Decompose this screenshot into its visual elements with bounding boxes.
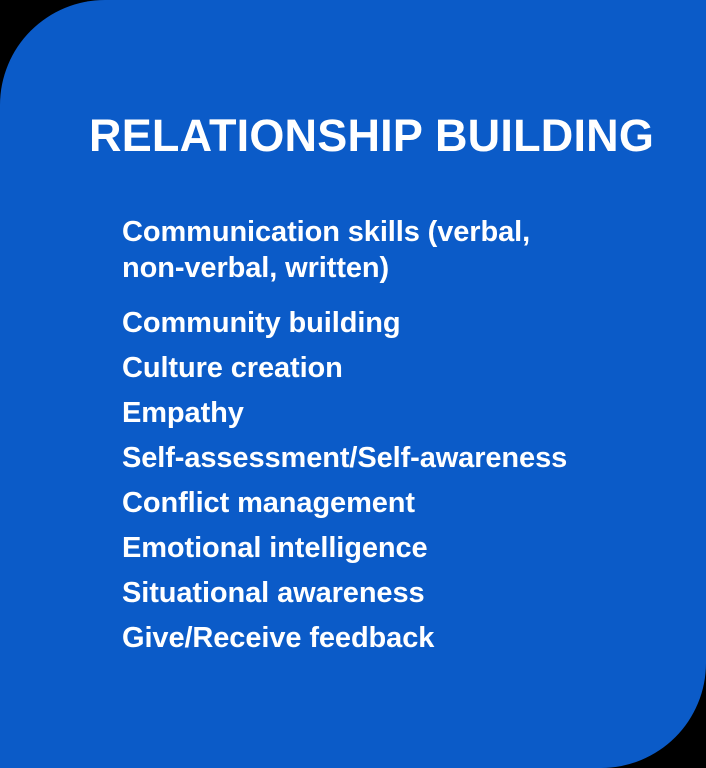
list-item: Communication skills (verbal, non-verbal… [122,216,531,284]
list-item: Situational awareness [122,577,425,609]
list-item: Empathy [122,397,244,429]
list-item: Culture creation [122,352,343,384]
list-item: Self-assessment/Self-awareness [122,442,568,474]
list-item: Emotional intelligence [122,532,428,564]
skill-list: Communication skills (verbal, non-verbal… [122,214,682,656]
page-title: RELATIONSHIP BUILDING [89,110,655,161]
list-item: Give/Receive feedback [122,622,435,654]
list-item: Conflict management [122,487,415,519]
list-item: Community building [122,307,401,339]
